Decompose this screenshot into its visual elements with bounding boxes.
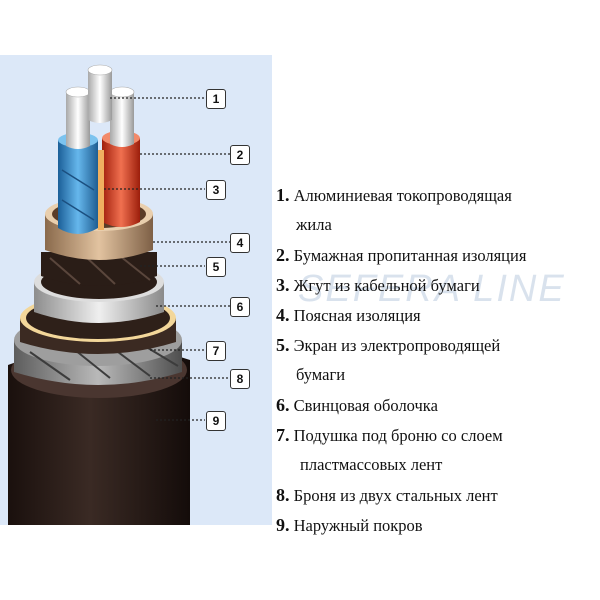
callout-8: 8	[230, 369, 250, 389]
conductor-rear-top	[87, 64, 113, 76]
legend-number: 1.	[276, 185, 290, 205]
legend-number: 5.	[276, 335, 290, 355]
legend-number: 4.	[276, 305, 290, 325]
core-blue-stripes	[61, 169, 95, 221]
screen-tape-seams	[49, 255, 151, 285]
callout-4: 4	[230, 233, 250, 253]
callout-3: 3	[206, 180, 226, 200]
paper-filler	[98, 150, 104, 230]
legend-text-continued: пластмассовых лент	[300, 455, 443, 474]
legend-item-3: 3. Жгут из кабельной бумаги	[276, 270, 480, 301]
legend-text: Наружный покров	[293, 516, 423, 535]
legend-item-8: 8. Броня из двух стальных лент	[276, 480, 498, 511]
core-insulation-blue	[58, 140, 98, 234]
legend-item-6: 6. Свинцовая оболочка	[276, 390, 438, 421]
callout-2: 2	[230, 145, 250, 165]
legend-text: Экран из электропроводящей	[293, 336, 501, 355]
legend-text: Бумажная пропитанная изоляция	[293, 246, 527, 265]
conductor-right-top	[109, 86, 135, 98]
legend-text: Поясная изоляция	[293, 306, 421, 325]
leader-lines	[104, 97, 230, 421]
callout-6: 6	[230, 297, 250, 317]
conductor-rear	[88, 70, 112, 123]
legend-item-5: 5. Экран из электропроводящей бумаги	[276, 330, 501, 384]
legend-item-9: 9. Наружный покров	[276, 510, 423, 541]
callout-9: 9	[206, 411, 226, 431]
legend-number: 3.	[276, 275, 290, 295]
legend-text: Жгут из кабельной бумаги	[293, 276, 480, 295]
callout-5: 5	[206, 257, 226, 277]
callout-1: 1	[206, 89, 226, 109]
armor-tape-seams	[29, 345, 179, 381]
callout-7: 7	[206, 341, 226, 361]
legend-text-continued: жила	[296, 215, 332, 234]
legend-number: 7.	[276, 425, 290, 445]
legend-text: Подушка под броню со слоем	[293, 426, 503, 445]
conductor-right	[110, 92, 134, 147]
legend-text-continued: бумаги	[296, 365, 346, 384]
conductor-left-top	[65, 86, 91, 98]
legend-text: Свинцовая оболочка	[293, 396, 438, 415]
conductor-left	[66, 92, 90, 149]
core-insulation-red	[102, 138, 140, 227]
legend-item-1: 1. Алюминиевая токопроводящая жила	[276, 180, 512, 234]
legend-text: Броня из двух стальных лент	[293, 486, 498, 505]
legend-item-2: 2. Бумажная пропитанная изоляция	[276, 240, 526, 271]
legend-number: 9.	[276, 515, 290, 535]
legend-item-4: 4. Поясная изоляция	[276, 300, 421, 331]
legend-number: 6.	[276, 395, 290, 415]
legend-number: 2.	[276, 245, 290, 265]
legend-number: 8.	[276, 485, 290, 505]
watermark: SEFERA LINE	[298, 268, 566, 310]
legend-item-7: 7. Подушка под броню со слоем пластмассо…	[276, 420, 503, 474]
legend-text: Алюминиевая токопроводящая	[293, 186, 512, 205]
